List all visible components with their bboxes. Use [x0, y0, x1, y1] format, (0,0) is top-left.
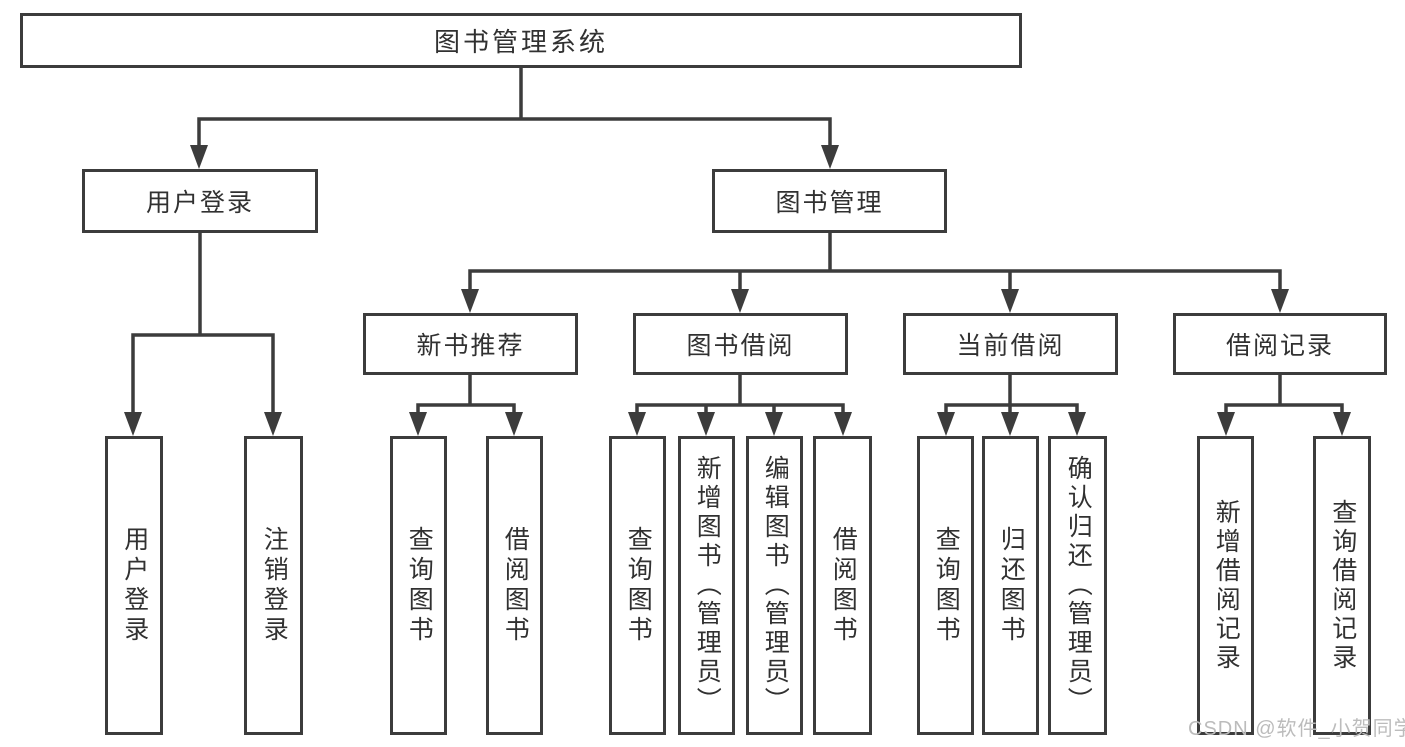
node-book-borrow: 图书借阅 [633, 313, 848, 375]
node-leaf-add-books-admin: 新增图书（管理员） [678, 436, 735, 735]
node-leaf-return-books: 归还图书 [982, 436, 1039, 735]
node-leaf-query-books-3: 查询图书 [917, 436, 974, 735]
node-leaf-borrow-books-2: 借阅图书 [813, 436, 872, 735]
node-leaf-query-books-1: 查询图书 [390, 436, 447, 735]
node-leaf-confirm-return-admin: 确认归还（管理员） [1048, 436, 1107, 735]
node-leaf-logout: 注销登录 [244, 436, 303, 735]
node-root-system: 图书管理系统 [20, 13, 1022, 68]
node-leaf-edit-books-admin: 编辑图书（管理员） [746, 436, 803, 735]
csdn-watermark: CSDN @软件_小贺同学 [1188, 718, 1405, 740]
node-leaf-borrow-books-1: 借阅图书 [486, 436, 543, 735]
node-leaf-add-borrow-record: 新增借阅记录 [1197, 436, 1254, 735]
node-book-management: 图书管理 [712, 169, 947, 233]
node-leaf-query-books-2: 查询图书 [609, 436, 666, 735]
node-user-login: 用户登录 [82, 169, 318, 233]
node-leaf-user-login: 用户登录 [105, 436, 163, 735]
node-leaf-query-borrow-record: 查询借阅记录 [1313, 436, 1371, 735]
node-current-borrow: 当前借阅 [903, 313, 1118, 375]
node-new-book-recommend: 新书推荐 [363, 313, 578, 375]
node-borrow-record: 借阅记录 [1173, 313, 1387, 375]
